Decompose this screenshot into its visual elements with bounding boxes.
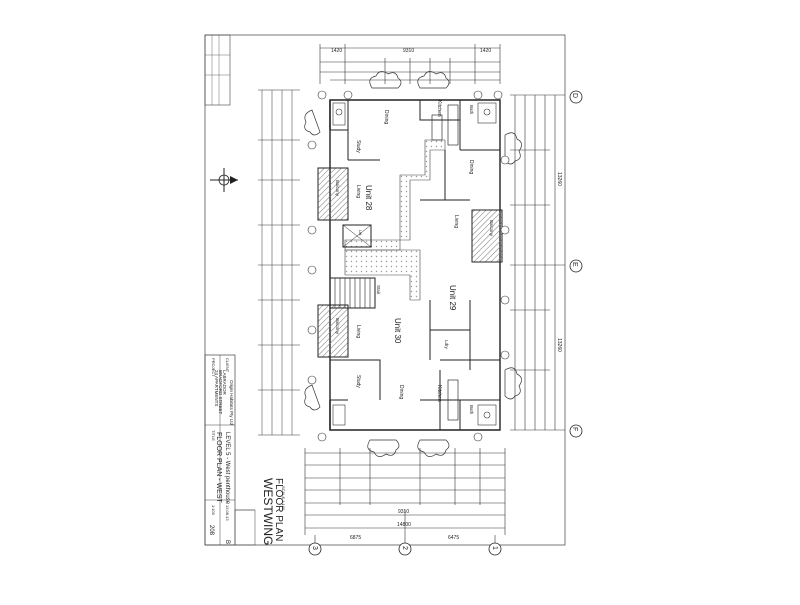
sheet-date: 13.08.13 (225, 505, 230, 521)
grid-label-d: D (571, 93, 578, 98)
grid-label-1: 1 (491, 546, 498, 550)
landscape-trees (304, 71, 522, 457)
room-label-balcony-a: Balcony (335, 180, 340, 197)
grid-label-f: F (571, 427, 578, 431)
room-label-unit-28: Unit 28 (364, 185, 373, 211)
room-label-dining-c: Dining (398, 385, 404, 399)
top-dimensions (319, 44, 501, 84)
balcony-unit-28 (317, 167, 349, 221)
north-arrow-icon (210, 168, 238, 192)
left-dimensions (258, 89, 300, 436)
scale-note: SCALE 1:100 (281, 486, 286, 511)
balcony-unit-30 (317, 304, 349, 358)
revision-number: B (224, 540, 230, 544)
room-label-study-a: Study (355, 140, 361, 153)
balcony-unit-29 (471, 209, 503, 263)
dim-right-overall-b: 13260 (556, 338, 562, 352)
dim-bottom-overall: 14800 (397, 522, 411, 528)
stair-core (329, 277, 376, 309)
drawing-title: FLOOR PLAN - WEST (215, 432, 222, 504)
corridor-lower (344, 249, 421, 301)
client-name: Origin Habitats Pty Ltd (229, 380, 234, 426)
lift-label: Lift (358, 230, 363, 236)
right-dimensions (510, 94, 565, 431)
project-street: BRADFORD STREET (218, 370, 223, 415)
sheet-title: WESTWING (261, 478, 275, 545)
sheet-subtitle: FLOOR PLAN (273, 478, 284, 541)
room-label-kitchen-a: Kitchen (436, 100, 442, 117)
room-label-living-a: Living (355, 185, 361, 198)
room-label-unit-30: Unit 30 (393, 318, 402, 344)
room-label-study-b: Study (355, 375, 361, 388)
room-label-dining-a: Dining (383, 110, 389, 124)
grid-label-e: E (571, 262, 578, 267)
dim-top-left: 1420 (331, 48, 342, 54)
room-label-living-b: Living (453, 215, 459, 228)
room-label-dining-b: Dining (468, 160, 474, 174)
dim-top-overall: 9310 (403, 48, 414, 54)
revision-table (204, 34, 231, 106)
dim-bottom-right: 6475 (448, 535, 459, 541)
kitchen-benches (431, 104, 459, 421)
grid-bubbles-right: D E F (569, 90, 583, 438)
dim-top-right: 1420 (480, 48, 491, 54)
dim-bottom-left: 6875 (350, 535, 361, 541)
bathroom-fixtures (332, 102, 497, 426)
dim-bottom-mid: 9310 (398, 509, 409, 515)
sheet-scale: 1:100 (211, 505, 216, 516)
project-label: PROJECT (211, 358, 216, 377)
grid-bubbles-bottom: 3 2 1 (308, 535, 502, 556)
title-block: PROJECT 24 APARTMENTS BRADFORD STREET LA… (204, 354, 256, 546)
grid-label-2: 2 (401, 546, 408, 550)
lift-core: Lift (342, 224, 372, 248)
room-label-bath-a: Bath (469, 105, 474, 115)
bottom-dimensions (304, 448, 506, 535)
room-label-balcony-c: Balcony (335, 318, 340, 335)
project-name: 24 APARTMENTS (214, 370, 219, 406)
drawing-number: 208 (208, 525, 214, 536)
room-label-unit-29: Unit 29 (448, 285, 457, 311)
stair-label: Stair (376, 285, 381, 295)
room-label-bath-b: Bath (469, 405, 474, 415)
project-suburb: LABRADOR (222, 370, 227, 396)
room-label-living-c: Living (355, 325, 361, 338)
room-label-ldry: Ldry (444, 340, 449, 350)
drawing-border (204, 34, 566, 546)
client-label: CLIENT (225, 358, 230, 373)
dim-right-overall-a: 13260 (556, 172, 562, 186)
window-tags (307, 90, 510, 442)
room-label-balcony-b: Balcony (489, 220, 494, 237)
room-label-kitchen-b: Kitchen (436, 385, 442, 402)
grid-label-3: 3 (311, 546, 318, 550)
drawing-subtitle: LEVEL 5 - West penthouse (224, 432, 230, 505)
drawing-title-label: TITLE (211, 430, 216, 441)
interior-walls (330, 100, 500, 430)
